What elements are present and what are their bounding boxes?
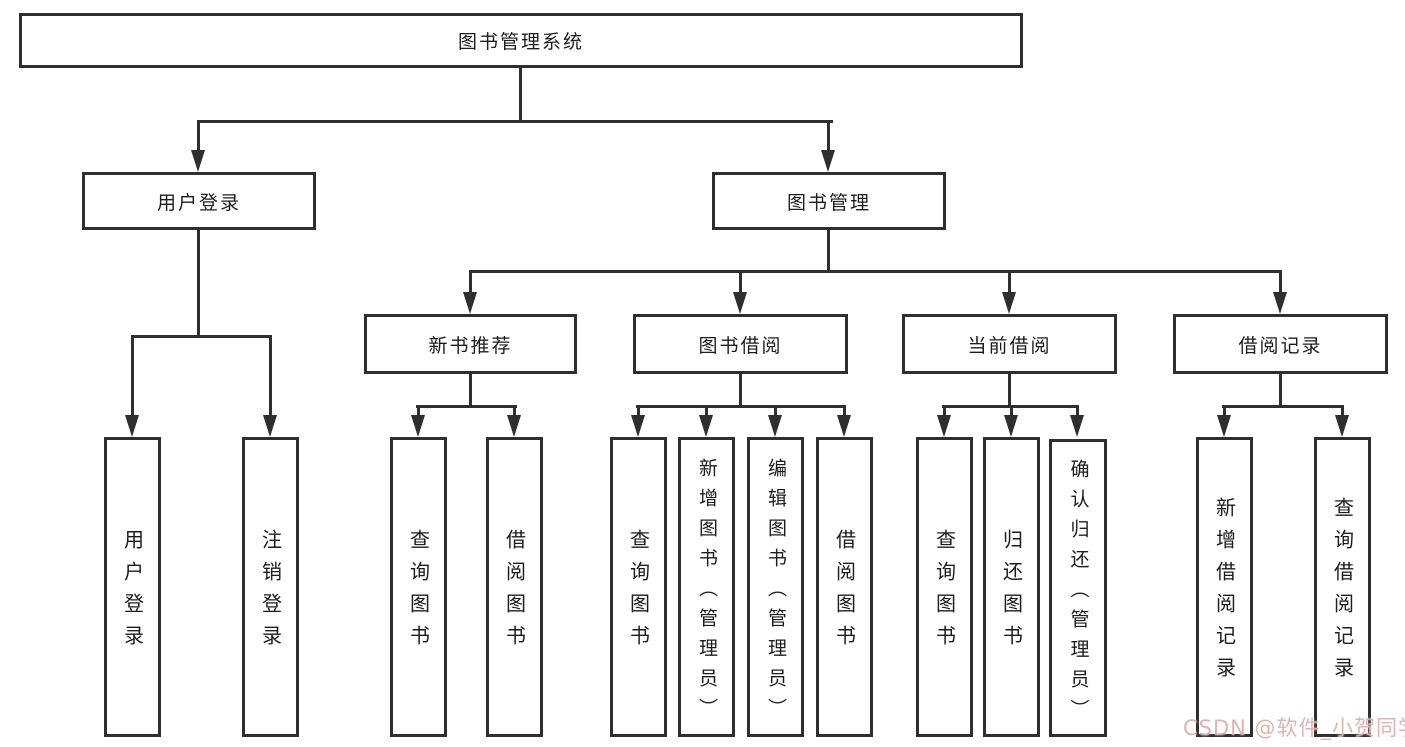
connector-line (197, 228, 200, 337)
connector-line (705, 405, 708, 417)
leaf-query-books: 查询图书 (916, 437, 973, 737)
arrow-down-icon (1070, 415, 1084, 437)
leaf-query-borrow-record: 查询借阅记录 (1314, 437, 1371, 737)
leaf-query-books: 查询图书 (610, 437, 667, 737)
node-book-borrow: 图书借阅 (633, 314, 848, 374)
connector-line (1223, 405, 1226, 417)
connector-line (1076, 405, 1079, 417)
arrow-down-icon (1002, 292, 1016, 314)
connector-line (774, 405, 777, 417)
arrow-down-icon (1335, 415, 1349, 437)
connector-line (739, 372, 742, 408)
leaf-user-login: 用户登录 (104, 437, 161, 737)
connector-line (197, 120, 200, 152)
arrow-down-icon (411, 415, 425, 437)
arrow-down-icon (631, 415, 645, 437)
arrow-down-icon (1004, 415, 1018, 437)
node-book-management: 图书管理 (712, 172, 946, 230)
connector-line (1279, 372, 1282, 408)
connector-line (131, 335, 272, 338)
arrow-down-icon (463, 292, 477, 314)
connector-line (739, 270, 742, 295)
leaf-add-books-admin: 新增图书（管理员） (678, 437, 735, 737)
node-borrow-records: 借阅记录 (1173, 314, 1388, 374)
node-current-borrow: 当前借阅 (902, 314, 1117, 374)
connector-line (269, 335, 272, 417)
leaf-confirm-return-admin: 确认归还（管理员） (1049, 439, 1107, 737)
connector-line (1008, 270, 1011, 295)
arrow-down-icon (699, 415, 713, 437)
arrow-down-icon (263, 415, 277, 437)
arrow-down-icon (1273, 292, 1287, 314)
connector-line (636, 405, 846, 408)
arrow-down-icon (125, 415, 139, 437)
leaf-add-borrow-record: 新增借阅记录 (1196, 437, 1253, 737)
arrow-down-icon (837, 415, 851, 437)
leaf-borrow-books: 借阅图书 (486, 437, 543, 737)
leaf-edit-books-admin: 编辑图书（管理员） (747, 437, 804, 737)
connector-line (469, 372, 472, 408)
connector-line (416, 405, 517, 408)
node-root: 图书管理系统 (19, 13, 1023, 68)
connector-line (469, 270, 472, 295)
leaf-return-books: 归还图书 (983, 437, 1040, 737)
connector-line (827, 228, 830, 273)
connector-line (1279, 270, 1282, 295)
connector-line (131, 335, 134, 417)
connector-line (827, 120, 830, 152)
connector-line (1341, 405, 1344, 417)
connector-line (469, 270, 1282, 273)
connector-line (637, 405, 640, 417)
csdn-watermark: CSDN @软件_小贺同学 (1183, 716, 1405, 740)
arrow-down-icon (1217, 415, 1231, 437)
connector-line (1008, 372, 1011, 408)
leaf-logout: 注销登录 (242, 437, 299, 737)
connector-line (943, 405, 946, 417)
connector-line (1010, 405, 1013, 417)
arrow-down-icon (191, 150, 205, 172)
connector-line (519, 66, 522, 123)
connector-line (513, 405, 516, 417)
connector-line (843, 405, 846, 417)
arrow-down-icon (507, 415, 521, 437)
connector-line (1222, 405, 1344, 408)
leaf-borrow-books: 借阅图书 (816, 437, 873, 737)
leaf-query-books: 查询图书 (390, 437, 447, 737)
node-user-login: 用户登录 (82, 172, 316, 230)
arrow-down-icon (821, 150, 835, 172)
arrow-down-icon (937, 415, 951, 437)
arrow-down-icon (768, 415, 782, 437)
node-new-book-recommend: 新书推荐 (364, 314, 577, 374)
connector-line (417, 405, 420, 417)
arrow-down-icon (733, 292, 747, 314)
connector-line (197, 120, 833, 123)
